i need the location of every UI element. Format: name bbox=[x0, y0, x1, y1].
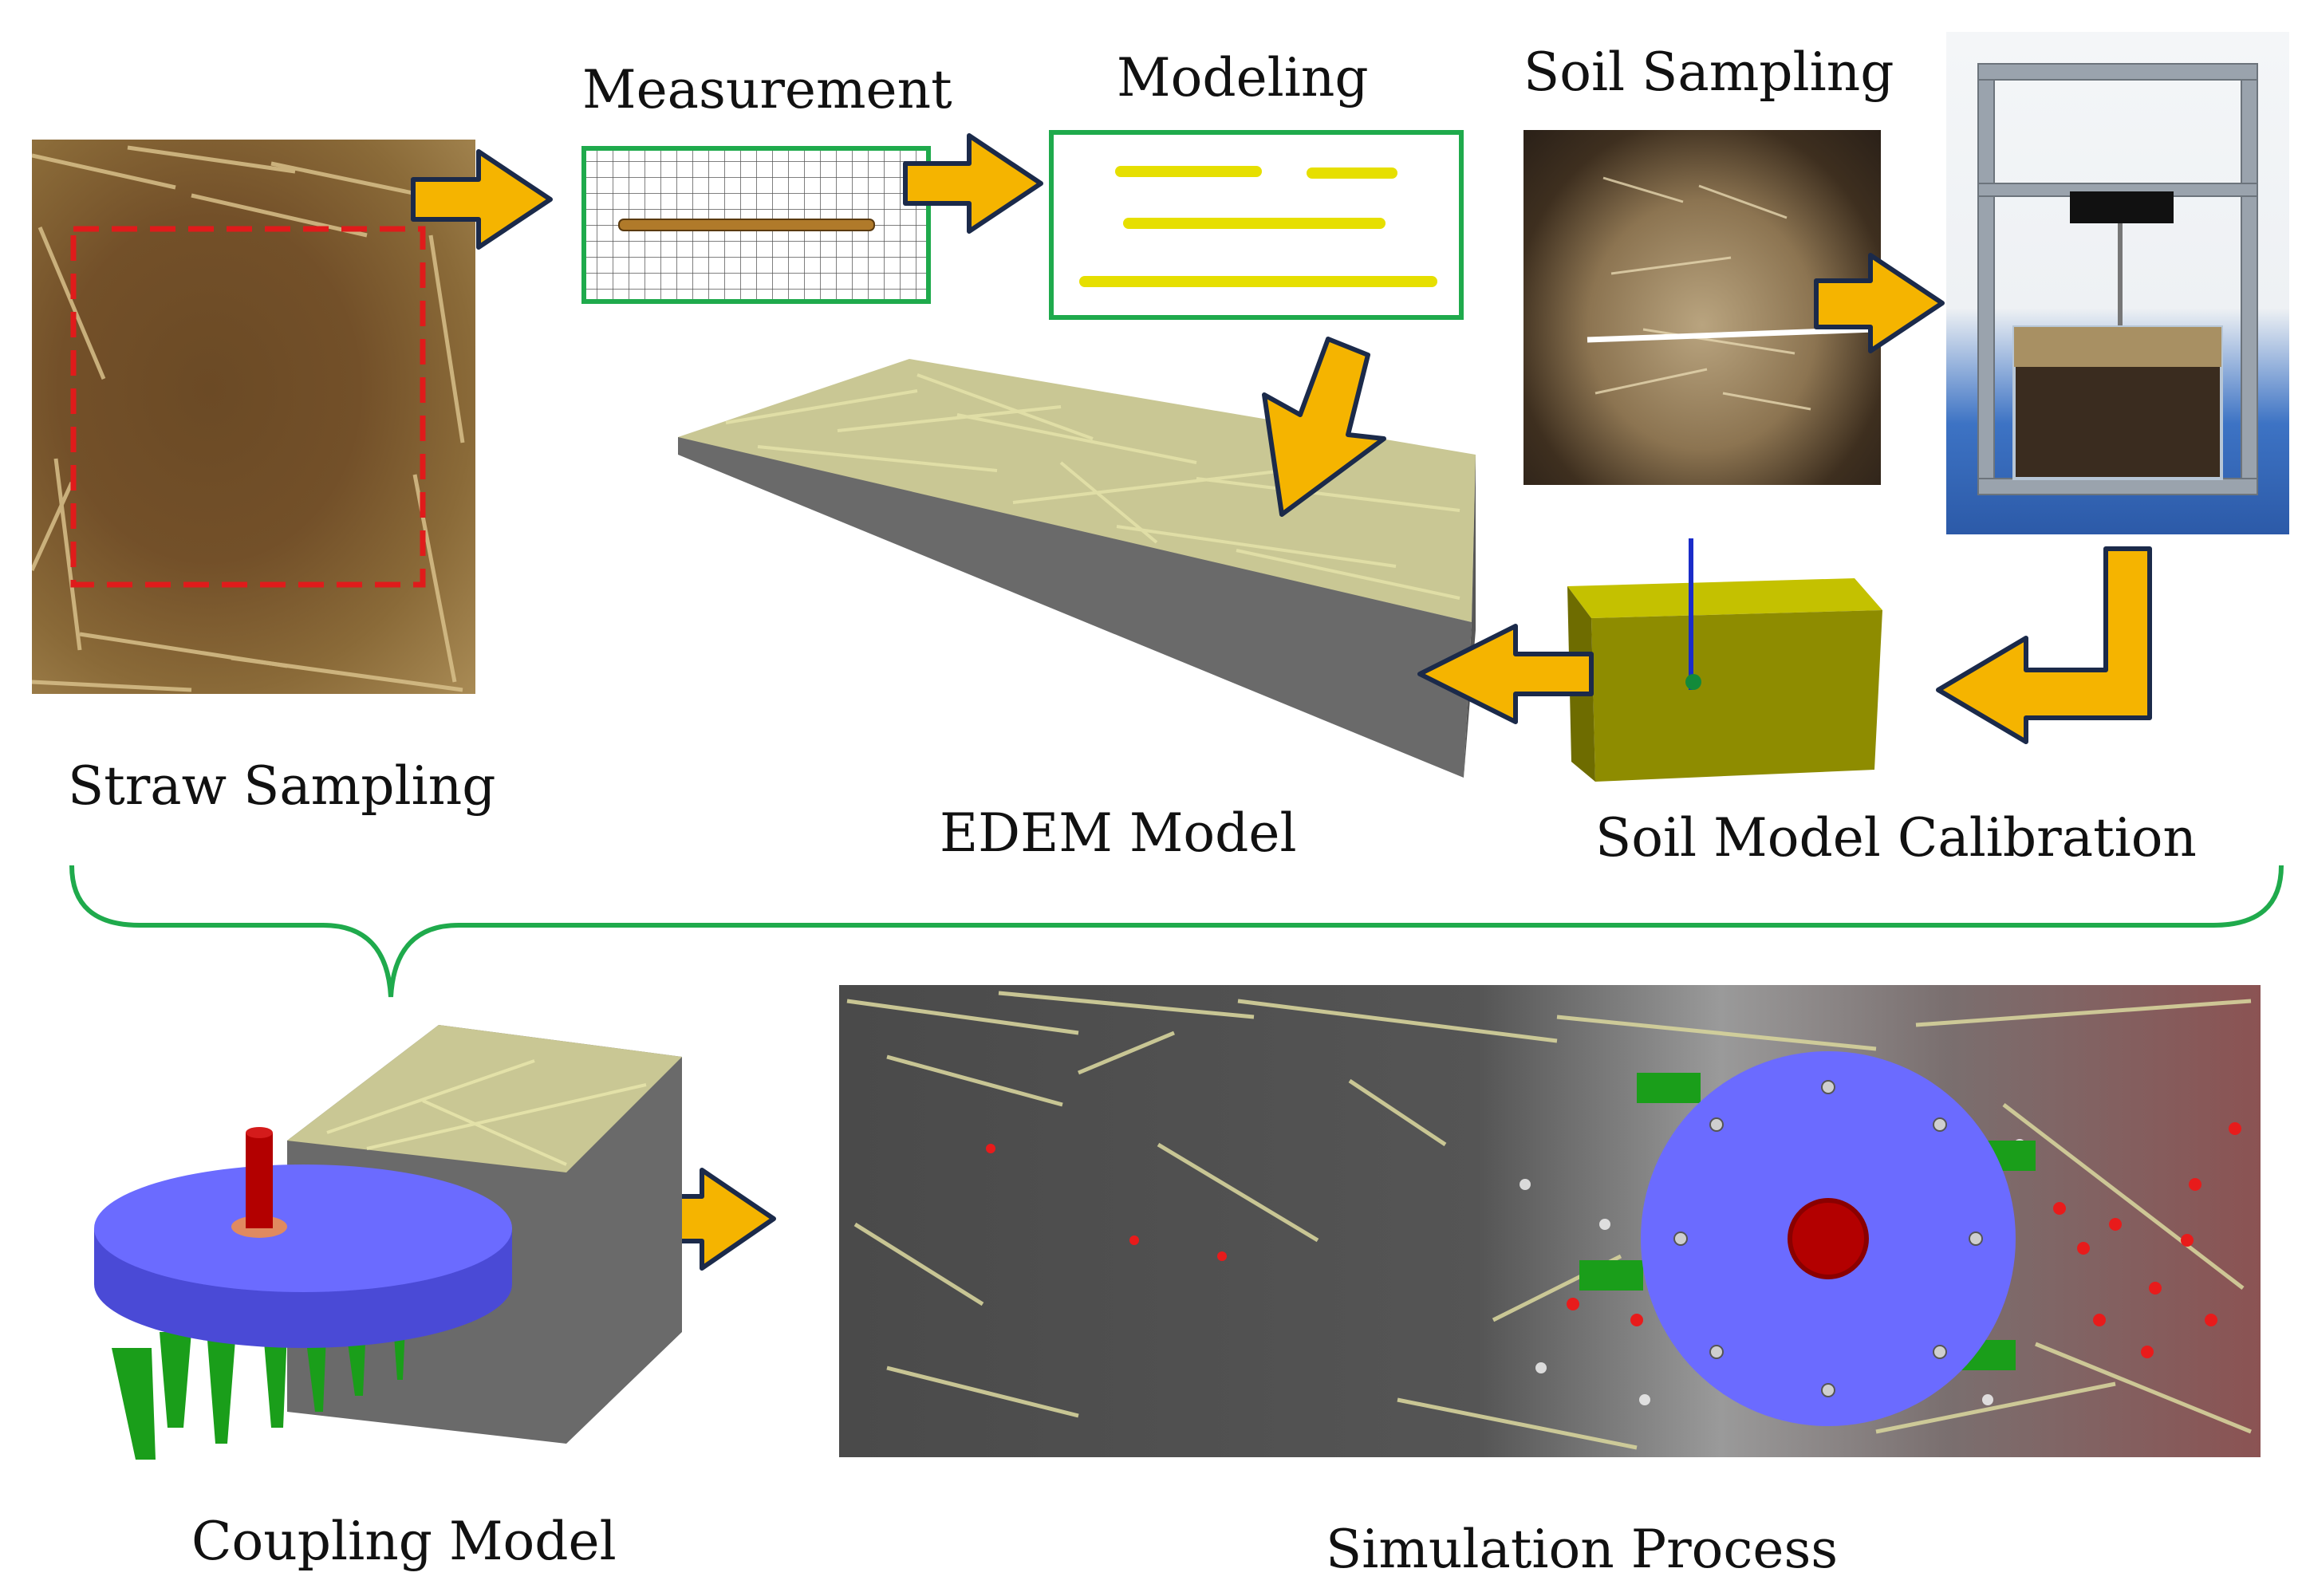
modeling-label: Modeling bbox=[1117, 47, 1369, 108]
coupling-model-label: Coupling Model bbox=[191, 1511, 617, 1572]
flow-arrow-icon bbox=[1936, 546, 2152, 744]
flow-arrow-icon bbox=[1417, 624, 1594, 724]
flow-arrow-icon bbox=[903, 133, 1043, 234]
simulation-process-render bbox=[839, 985, 2261, 1457]
disturbed-soil-particles bbox=[986, 1122, 2241, 1358]
force-sensor bbox=[2070, 191, 2174, 223]
soil-test-rig-photo bbox=[1946, 32, 2289, 534]
modeling-box bbox=[1049, 130, 1464, 320]
sample-area-dashed-square bbox=[70, 226, 426, 588]
soil-sampling-label: Soil Sampling bbox=[1523, 41, 1894, 103]
straw-particles bbox=[846, 991, 2252, 1450]
flow-arrow-icon bbox=[1814, 253, 1945, 353]
curly-brace-icon bbox=[69, 865, 2284, 998]
soil-model-calibration-label: Soil Model Calibration bbox=[1595, 807, 2197, 869]
measurement-label: Measurement bbox=[582, 59, 952, 120]
soil-model-calibration-block bbox=[1559, 538, 1886, 790]
straw-texture bbox=[32, 145, 465, 692]
straw-sampling-label: Straw Sampling bbox=[68, 755, 496, 817]
drive-shaft-hub bbox=[1788, 1198, 1869, 1279]
edem-model-label: EDEM Model bbox=[940, 802, 1297, 864]
flow-arrow-icon bbox=[411, 149, 553, 250]
modeled-straw-rods bbox=[1079, 166, 1437, 287]
simulation-process-label: Simulation Process bbox=[1326, 1519, 1839, 1580]
measurement-grid-box bbox=[581, 145, 932, 305]
measuring-tape bbox=[1587, 326, 1875, 343]
flow-arrow-icon bbox=[1262, 337, 1386, 517]
cutting-disc-top bbox=[94, 1164, 512, 1292]
measured-straw-stalk bbox=[618, 219, 875, 231]
straw-sampling-photo bbox=[32, 140, 475, 694]
coupling-model-render bbox=[88, 1013, 694, 1484]
drive-shaft bbox=[246, 1133, 273, 1228]
